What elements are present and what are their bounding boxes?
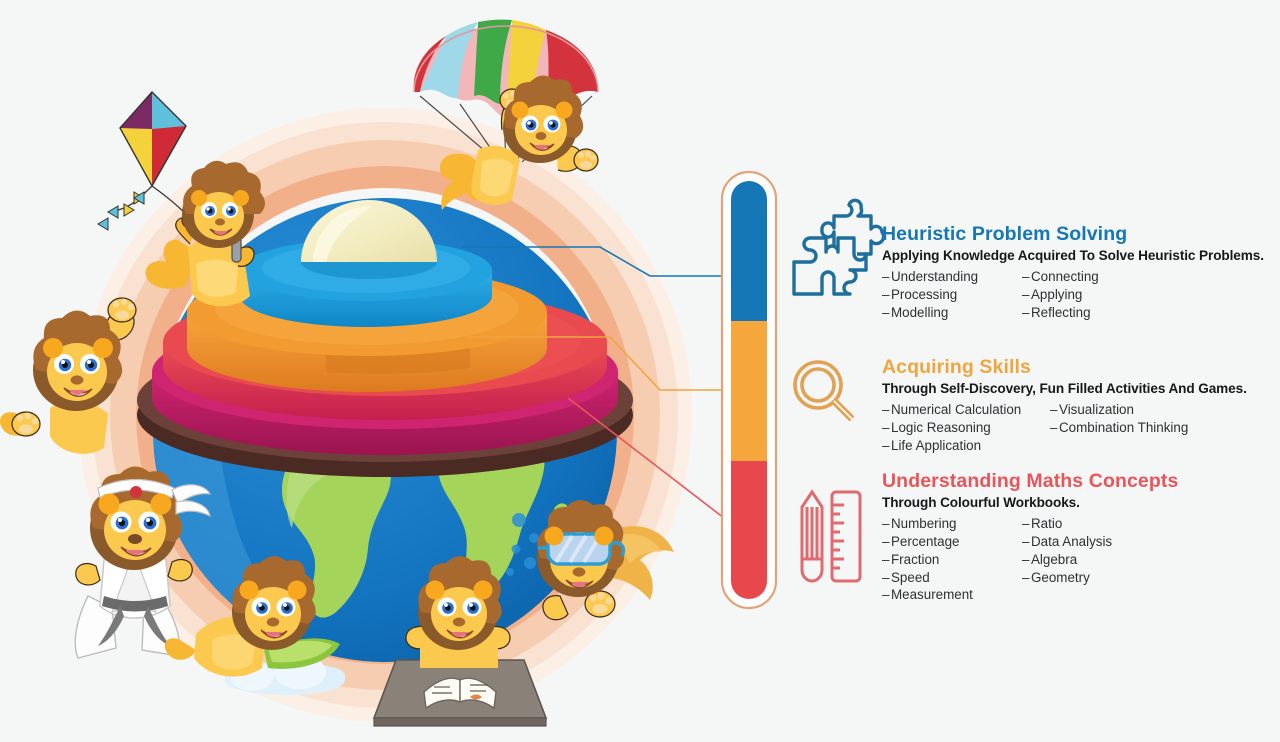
water-bubbles xyxy=(506,513,539,576)
connectors xyxy=(462,246,725,519)
bullet-column-left: –Numbering –Percentage –Fraction –Speed … xyxy=(882,515,1022,604)
bullet-item: –Modelling xyxy=(882,304,949,320)
section-subtitle: Applying Knowledge Acquired To Solve Heu… xyxy=(882,247,1264,263)
bullet-item: –Understanding xyxy=(882,269,979,285)
connector-heuristic xyxy=(462,246,724,277)
climbing-lion xyxy=(0,297,137,454)
pencil-ruler-icon xyxy=(800,489,862,583)
bullet-item: –Visualization xyxy=(1050,402,1134,418)
karate-lion xyxy=(74,466,212,659)
layer-cake xyxy=(137,200,633,477)
bullet-column-right: –Connecting –Applying –Reflecting xyxy=(1022,268,1099,321)
section-skills: Acquiring Skills Through Self-Discovery,… xyxy=(882,356,1247,455)
bullet-item: –Ratio xyxy=(1022,516,1063,532)
bullet-item: –Numerical Calculation xyxy=(882,402,1022,418)
bullet-item: –Applying xyxy=(1022,286,1083,302)
open-book-icon xyxy=(423,677,497,710)
lion-body xyxy=(440,75,599,210)
bullet-item: –Numbering xyxy=(882,516,957,532)
bullet-item: –Connecting xyxy=(1022,269,1099,285)
bullet-item: –Fraction xyxy=(882,551,940,567)
bullet-item: –Life Application xyxy=(882,437,982,453)
bullet-item: –Data Analysis xyxy=(1022,533,1113,549)
bullet-column-right: –Ratio –Data Analysis –Algebra –Geometry xyxy=(1022,515,1112,604)
bullet-item: –Measurement xyxy=(882,587,973,603)
kite-flying-lion xyxy=(97,90,265,307)
lion-body xyxy=(145,160,265,307)
meter-segment-skills xyxy=(731,321,767,461)
bullet-item: –Combination Thinking xyxy=(1050,419,1189,435)
bullet-item: –Algebra xyxy=(1022,551,1078,567)
bullet-item: –Reflecting xyxy=(1022,304,1091,320)
diving-mask-icon xyxy=(538,532,626,566)
parachuting-lion xyxy=(413,19,599,210)
snorkeling-lion xyxy=(537,499,674,621)
bullet-item: –Geometry xyxy=(1022,569,1090,585)
section-title: Heuristic Problem Solving xyxy=(882,223,1128,245)
section-concepts: Understanding Maths Concepts Through Col… xyxy=(882,470,1179,604)
section-bullets: –Understanding –Processing –Modelling –C… xyxy=(882,268,1264,321)
bullet-column-left: –Understanding –Processing –Modelling xyxy=(882,268,1022,321)
cake-dome xyxy=(301,200,437,279)
bullet-item: –Processing xyxy=(882,286,958,302)
bullet-column-right: –Visualization –Combination Thinking xyxy=(1050,401,1188,454)
meter-segment-heuristic xyxy=(731,181,767,321)
three-stage-progress-meter xyxy=(720,170,778,610)
bullet-item: –Logic Reasoning xyxy=(882,419,991,435)
studying-lion xyxy=(372,555,548,727)
section-subtitle: Through Self-Discovery, Fun Filled Activ… xyxy=(882,380,1247,396)
bullet-column-left: –Numerical Calculation –Logic Reasoning … xyxy=(882,401,1050,454)
section-bullets: –Numbering –Percentage –Fraction –Speed … xyxy=(882,515,1178,604)
section-heuristic: Heuristic Problem Solving Applying Knowl… xyxy=(882,223,1264,322)
section-bullets: –Numerical Calculation –Logic Reasoning … xyxy=(882,401,1247,454)
bullet-item: –Percentage xyxy=(882,533,960,549)
puzzle-pieces-icon xyxy=(792,198,886,296)
kite-icon xyxy=(97,90,209,245)
magnifying-glass-icon xyxy=(793,360,855,422)
connector-concepts xyxy=(567,397,725,519)
bullet-item: –Speed xyxy=(882,569,930,585)
connector-skills xyxy=(466,336,724,391)
section-title: Acquiring Skills xyxy=(882,356,1031,378)
section-title: Understanding Maths Concepts xyxy=(882,470,1179,492)
surfing-lion xyxy=(164,555,346,696)
section-subtitle: Through Colourful Workbooks. xyxy=(882,494,1080,510)
meter-segment-concepts xyxy=(731,461,767,599)
